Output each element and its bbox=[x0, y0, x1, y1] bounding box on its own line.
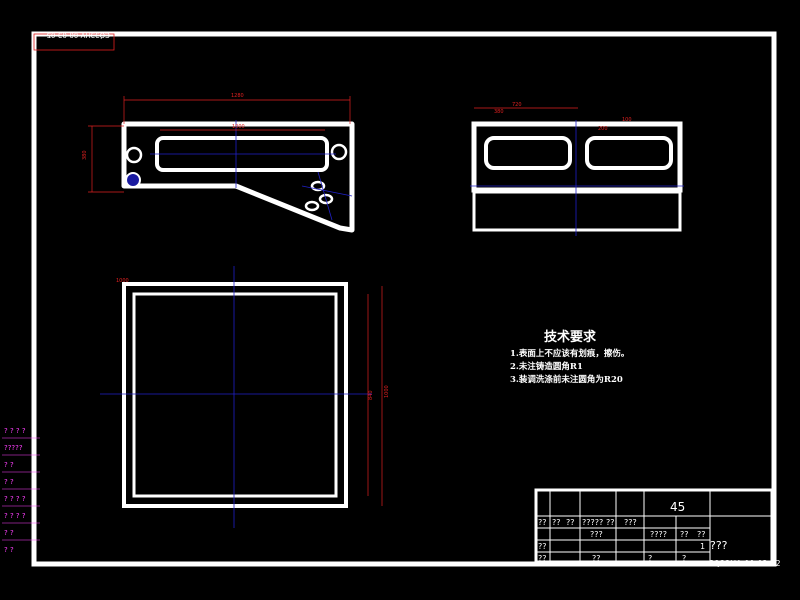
tb-mid-2: ?? bbox=[697, 530, 706, 539]
plan-outer bbox=[122, 282, 348, 508]
dim-front-overall: 1280 bbox=[231, 93, 244, 99]
tb-header-4: ?? bbox=[606, 518, 615, 527]
bracket-arc-1 bbox=[310, 180, 326, 192]
top-slot-left bbox=[484, 136, 572, 170]
dim-front-slot: 1000 bbox=[232, 124, 245, 130]
tb-scale-mark: 1 bbox=[700, 542, 705, 551]
bracket-arc-3 bbox=[304, 200, 320, 212]
tb-header-3: ????? bbox=[582, 518, 603, 527]
tb-footer-0: ? bbox=[648, 554, 652, 563]
tb-footer-1: ? bbox=[682, 554, 686, 563]
tb-header-1: ?? bbox=[552, 518, 561, 527]
front-hole-left bbox=[125, 146, 143, 164]
tech-requirements: 技术要求 1.表面上不应该有划痕，擦伤。 2.未注铸造圆角R1 3.装调洗涤前未… bbox=[510, 329, 629, 385]
dim-top-small: 100 bbox=[622, 117, 632, 123]
sheet-border bbox=[31, 31, 777, 567]
front-view: 1280 1000 380 bbox=[82, 93, 355, 233]
tb-name-cell: ??? bbox=[710, 539, 728, 552]
plan-view: 1000 840 1000 bbox=[100, 266, 390, 528]
front-hole-right bbox=[330, 143, 348, 161]
drawing-number-box bbox=[33, 33, 115, 51]
tb-material: 45 bbox=[670, 500, 685, 514]
top-view-base bbox=[472, 190, 682, 232]
side-row-7: ? ? bbox=[4, 546, 14, 554]
side-row-6: ? ? bbox=[4, 529, 14, 537]
side-table: ? ? ? ? ????? ? ? ? ? ? ? ? ? ? ? ? ? ? … bbox=[2, 427, 40, 554]
tb-row-3: ?? bbox=[592, 554, 601, 563]
dim-plan-width: 1000 bbox=[116, 278, 129, 284]
tech-req-item-2: 2.未注铸造圆角R1 bbox=[510, 361, 583, 372]
bracket-arc-2 bbox=[318, 193, 334, 205]
tb-drawing-number: CQ33HA-00-03-02 bbox=[708, 559, 781, 568]
tech-req-item-3: 3.装调洗涤前未注圆角为R20 bbox=[510, 374, 623, 385]
dim-plan-height: 1000 bbox=[384, 385, 390, 398]
tb-row-2: ?? bbox=[538, 554, 547, 563]
tb-header-5: ??? bbox=[624, 518, 637, 527]
side-row-4: ? ? ? ? bbox=[4, 495, 26, 503]
drawing-number-mirrored: CQ33HA-00-03-02 bbox=[46, 32, 110, 40]
side-row-1: ????? bbox=[4, 444, 23, 452]
top-view-body bbox=[471, 121, 683, 193]
side-row-0: ? ? ? ? bbox=[4, 427, 26, 435]
tb-header-0: ?? bbox=[538, 518, 547, 527]
dim-top-right: 200 bbox=[598, 126, 608, 132]
title-block-frame bbox=[534, 488, 774, 564]
title-block: 45 ?? ?? ?? ????? ?? ??? ???? ?? ?? ??? … bbox=[534, 488, 781, 568]
dim-plan-inner: 840 bbox=[368, 390, 374, 400]
dim-top-left: 380 bbox=[494, 109, 504, 115]
tech-req-title: 技术要求 bbox=[544, 329, 597, 345]
top-slot-right bbox=[585, 136, 673, 170]
tb-row-1: ?? bbox=[538, 542, 547, 551]
dim-front-height: 380 bbox=[82, 150, 88, 160]
dim-top-width: 720 bbox=[512, 102, 522, 108]
side-row-5: ? ? ? ? bbox=[4, 512, 26, 520]
side-row-3: ? ? bbox=[4, 478, 14, 486]
bracket-centerline-1 bbox=[301, 185, 353, 197]
tb-row-0: ??? bbox=[590, 530, 603, 539]
front-view-outline bbox=[121, 121, 355, 233]
tb-mid-1: ?? bbox=[680, 530, 689, 539]
tech-req-item-1: 1.表面上不应该有划痕，擦伤。 bbox=[510, 348, 629, 359]
tb-header-2: ?? bbox=[566, 518, 575, 527]
bracket-centerline-2 bbox=[317, 171, 333, 221]
side-row-2: ? ? bbox=[4, 461, 14, 469]
plan-inner bbox=[132, 292, 338, 498]
top-view: 720 380 200 100 bbox=[470, 102, 684, 236]
tb-mid-0: ???? bbox=[650, 530, 667, 539]
front-pivot bbox=[125, 172, 141, 188]
